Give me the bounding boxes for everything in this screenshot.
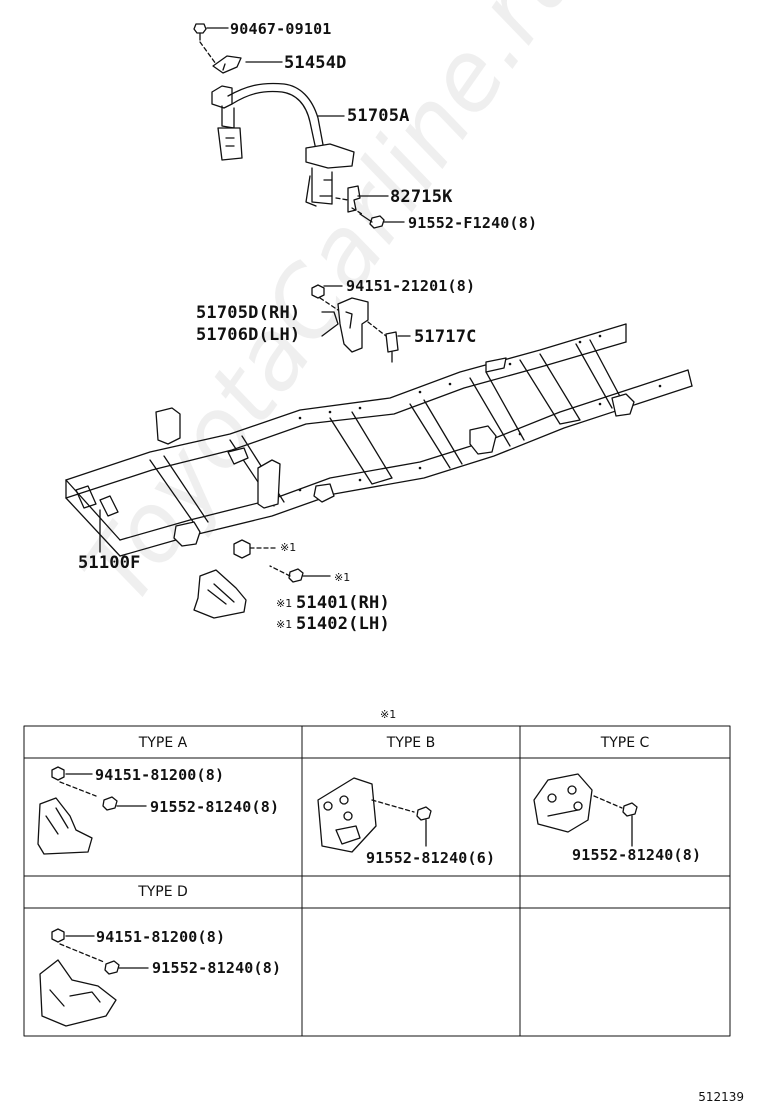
type-d-bolt[interactable]: 91552-81240(8) [152,959,282,977]
mark-bolt: ※1 [334,571,351,584]
type-b-header: TYPE B [386,735,436,751]
mark-bushing: ※1 [280,541,297,554]
mark-lh: ※1 [276,618,293,631]
bushing-icon [233,539,251,559]
type-c-header: TYPE C [600,735,650,751]
plate-icon [385,331,399,363]
top-bracket-assembly[interactable] [193,23,405,229]
type-a-mount-icon [37,766,147,855]
label-nut[interactable]: 94151-21201(8) [346,277,476,295]
label-screw[interactable]: 90467-09101 [230,20,332,38]
label-mount-lh[interactable]: 51402(LH) [296,614,390,634]
mount-bracket-icon [193,569,247,619]
label-plate[interactable]: 51717C [414,327,477,347]
type-b-bolt[interactable]: 91552-81240(6) [366,849,496,867]
type-d-header: TYPE D [138,884,188,900]
type-c-mount-icon [533,773,638,847]
label-bracket-rh[interactable]: 51705D(RH) [196,303,301,323]
type-table [23,725,731,1037]
nut-icon [311,284,325,299]
type-d-mount-icon [39,928,149,1027]
side-bracket-icon [337,297,369,353]
label-bracket[interactable]: 51454D [284,53,347,73]
small-bracket-icon [212,55,242,74]
frame-arm-icon [211,82,355,207]
type-a-header: TYPE A [138,735,188,751]
mount-bolt-icon [269,565,304,583]
type-c-bolt[interactable]: 91552-81240(8) [572,846,702,864]
screw-icon [193,23,207,41]
mark-rh: ※1 [276,597,293,610]
label-clamp[interactable]: 82715K [390,187,453,207]
ladder-frame[interactable] [65,323,693,557]
label-frame-arm[interactable]: 51705A [347,106,410,126]
type-b-mount-icon [317,777,432,853]
label-top-bolt[interactable]: 91552-F1240(8) [408,214,538,232]
drawing-code: 512139 [698,1090,744,1104]
label-mount-rh[interactable]: 51401(RH) [296,593,390,613]
clamp-icon [347,185,361,213]
label-frame[interactable]: 51100F [78,553,141,573]
type-a-bolt[interactable]: 91552-81240(8) [150,798,280,816]
table-caption: ※1 [380,708,397,721]
type-d-nut[interactable]: 94151-81200(8) [96,928,226,946]
bolt-icon [359,213,385,229]
label-bracket-lh[interactable]: 51706D(LH) [196,325,301,345]
frame-mount-assembly[interactable] [193,539,331,619]
mid-bracket-assembly[interactable] [311,284,411,363]
type-a-nut[interactable]: 94151-81200(8) [95,766,225,784]
